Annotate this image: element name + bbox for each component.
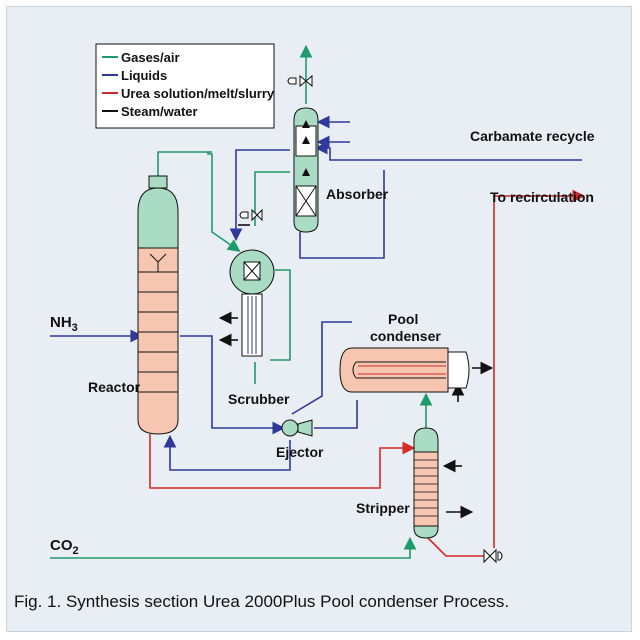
- co2-label-sub: 2: [73, 545, 79, 557]
- ejector: [281, 419, 313, 437]
- scrubber-vessel: [229, 249, 275, 357]
- nh3-label: NH3: [50, 314, 78, 334]
- legend: Gases/air Liquids Urea solution/melt/slu…: [95, 43, 275, 129]
- pool-condenser-label-2: condenser: [370, 328, 441, 344]
- to-recirculation-line: [493, 189, 586, 548]
- absorber-vessel: [293, 107, 319, 233]
- scrubber-valve: [239, 208, 263, 222]
- liquid-lines: [50, 115, 582, 471]
- legend-urea: Urea solution/melt/slurry: [121, 86, 275, 101]
- figure-caption: Fig. 1. Synthesis section Urea 2000Plus …: [14, 592, 510, 611]
- gas-lines: [50, 44, 433, 559]
- co2-inlet-line: [50, 536, 417, 559]
- stripper-vessel: [413, 427, 439, 539]
- pool-condenser-vessel: [339, 347, 470, 393]
- to-recirculation-label: To recirculation: [490, 189, 594, 205]
- carbamate-recycle-label: Carbamate recycle: [470, 128, 595, 144]
- steam-lines: [218, 224, 494, 519]
- urea-lines: [149, 189, 586, 557]
- legend-liquids: Liquids: [121, 68, 167, 83]
- pool-condenser-label-1: Pool: [388, 311, 418, 327]
- nh3-label-sub: 3: [72, 322, 78, 334]
- reactor-vessel: [137, 175, 179, 435]
- reactor-label: Reactor: [88, 379, 141, 395]
- ejector-label: Ejector: [276, 444, 324, 460]
- stripper-label: Stripper: [356, 500, 410, 516]
- recirculation-valve: [483, 548, 503, 564]
- nh3-label-main: NH: [50, 314, 72, 331]
- co2-label-main: CO: [50, 537, 73, 554]
- scrubber-label: Scrubber: [228, 391, 290, 407]
- legend-gases: Gases/air: [121, 50, 180, 65]
- absorber-top-valve: [287, 74, 313, 88]
- legend-steam: Steam/water: [121, 104, 198, 119]
- carbamate-recycle-line: [314, 141, 582, 161]
- absorber-label: Absorber: [326, 186, 389, 202]
- co2-label: CO2: [50, 537, 79, 557]
